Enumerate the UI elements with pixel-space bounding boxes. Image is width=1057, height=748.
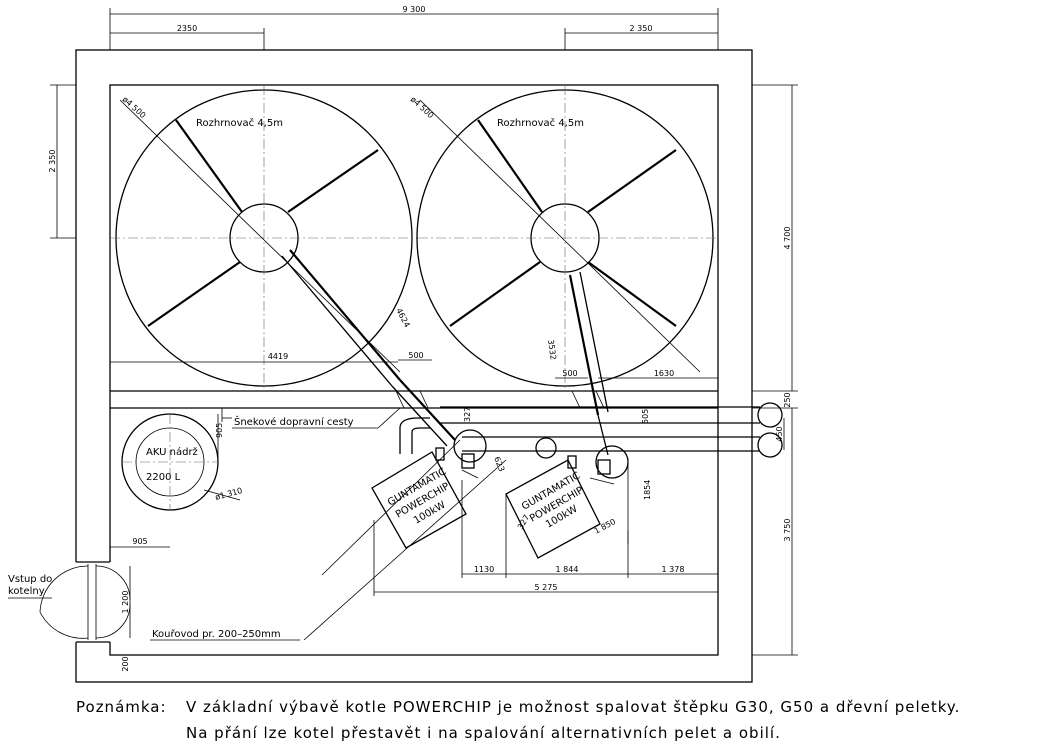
dim-total-width: 9 300 (403, 5, 426, 14)
dim-500a: 500 (408, 351, 423, 360)
spreader-right-label: Rozhrnovač 4,5m (497, 117, 584, 129)
dim-circle1-diameter: ø4 500 (121, 95, 148, 120)
dim-1850: 1 850 (593, 517, 617, 536)
dim-right-side-top: 4 700 (783, 227, 792, 250)
dim-4419: 4419 (268, 352, 288, 361)
dim-1630: 1630 (654, 369, 674, 378)
dim-tank-905-side: 905 (215, 423, 224, 438)
dim-wall-200: 200 (121, 656, 130, 671)
bottom-dimensions: 1130 1 844 1 378 5 275 (374, 565, 718, 593)
left-dimensions: 2 350 (48, 84, 76, 239)
dim-tank-905-bottom: 905 (132, 537, 147, 546)
note-title: Poznámka: (76, 698, 167, 716)
dim-505: 505 (641, 409, 650, 424)
flue-label: Kouřovod pr. 200–250mm (152, 628, 281, 640)
entrance-callout: Vstup do kotelny (8, 574, 52, 599)
conveyor-callout: Šnekové dopravní cesty (221, 407, 401, 429)
boiler-right: GUNTAMATIC POWERCHIP 100kW 1854 1 850 32… (505, 437, 652, 559)
dim-left-top: 2350 (177, 24, 197, 33)
note-line-2: Na přání lze kotel přestavět i na spalov… (186, 724, 781, 742)
dim-1378: 1 378 (662, 565, 685, 574)
flue-pipes: 505 327 (440, 402, 783, 458)
note-block: Poznámka: V základní výbavě kotle POWERC… (76, 698, 960, 742)
tank-label-2: 2200 L (146, 472, 181, 483)
dim-1854: 1854 (643, 480, 652, 500)
dim-right-gap: 250 (783, 392, 792, 407)
door-dimensions: 1 200 200 905 (110, 537, 170, 672)
dim-door: 1 200 (121, 591, 130, 614)
entrance-label-1: Vstup do (8, 574, 52, 585)
note-line-1: V základní výbavě kotle POWERCHIP je mož… (186, 698, 960, 716)
dim-5275: 5 275 (535, 583, 558, 592)
dim-length-4624: 4624 (394, 307, 412, 329)
dim-1130: 1130 (474, 565, 494, 574)
aku-tank: AKU nádrž 2200 L 905 ø1 310 (121, 413, 243, 511)
dim-500b: 500 (562, 369, 577, 378)
augers: 500 500 1630 (281, 249, 718, 456)
dim-right-side-bottom: 3 750 (783, 519, 792, 542)
dim-length-3532: 3532 (546, 339, 558, 360)
entrance-door (39, 565, 131, 639)
dim-327a: 327 (463, 407, 472, 422)
top-dimensions: 9 300 2350 2 350 (109, 5, 719, 50)
helper-lines (303, 439, 719, 641)
entrance-label-2: kotelny (8, 586, 45, 597)
dim-left-side: 2 350 (48, 150, 57, 173)
dim-circle2-diameter: ø4 500 (409, 95, 436, 120)
conveyor-label: Šnekové dopravní cesty (234, 415, 354, 428)
spreader-left-label: Rozhrnovač 4,5m (196, 117, 283, 129)
right-dimensions: 4 700 3 750 250 450 (752, 84, 798, 656)
building-walls (74, 49, 753, 683)
flue-callout: Kouřovod pr. 200–250mm (150, 628, 300, 641)
spreader-right: ø4 500 Rozhrnovač 4,5m 3532 (409, 85, 718, 391)
tank-label-1: AKU nádrž (146, 446, 198, 458)
dim-1844: 1 844 (556, 565, 579, 574)
dim-right-small: 450 (775, 426, 784, 441)
dim-right-top: 2 350 (630, 24, 653, 33)
